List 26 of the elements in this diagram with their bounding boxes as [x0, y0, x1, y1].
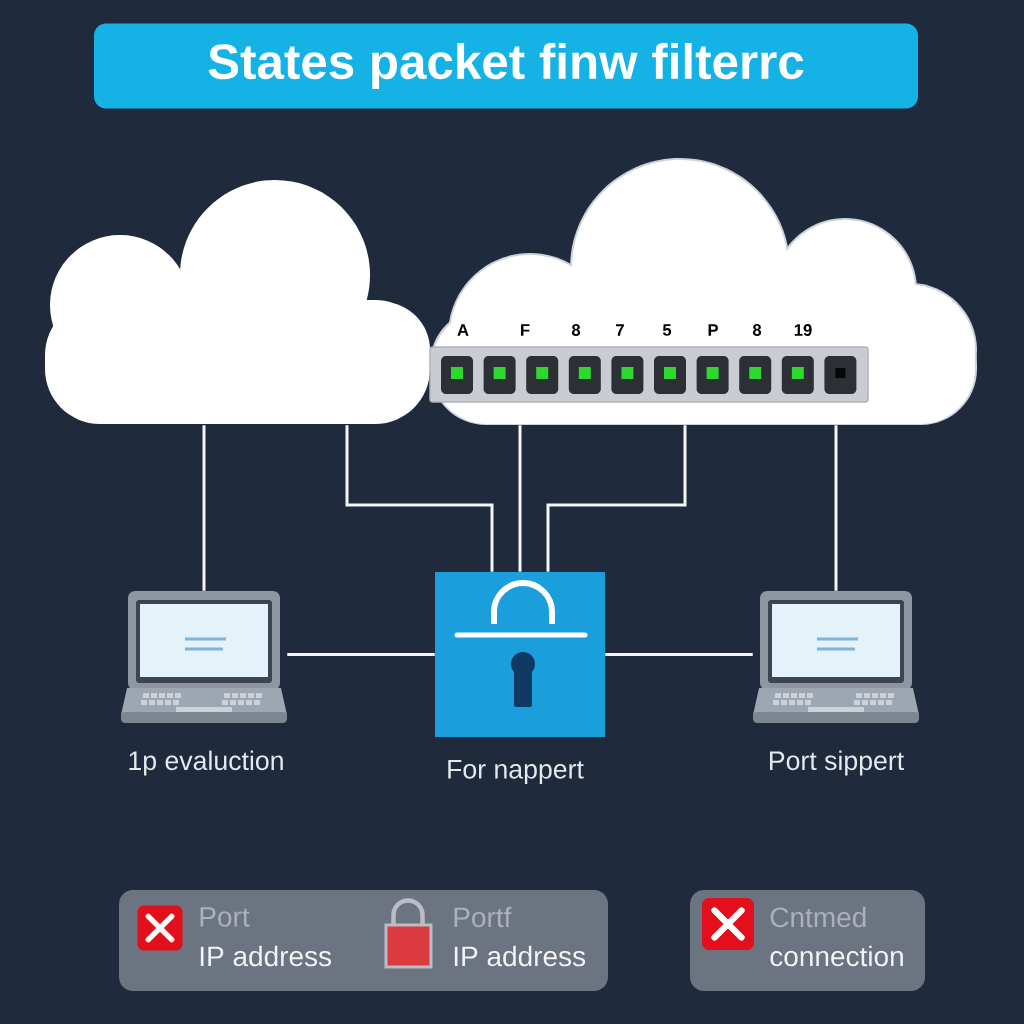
port-label: 8: [571, 324, 581, 336]
port-label: P: [708, 324, 718, 336]
cloud: [45, 180, 430, 424]
node-label: Port sippert: [770, 750, 904, 776]
connector-line: [202, 425, 206, 591]
port-label: 19: [794, 324, 812, 336]
connector-line: [345, 425, 494, 572]
port-label: 8: [752, 324, 762, 336]
title-banner: States packet finw filterrc: [94, 23, 918, 109]
panel-text: connection: [770, 945, 903, 967]
connector-line: [287, 653, 435, 656]
port-label: 5: [662, 324, 672, 336]
node-label: 1p evaluction: [129, 750, 283, 776]
panel-text: IP address: [454, 945, 586, 967]
panel-heading: Port: [200, 907, 250, 927]
port-label: F: [521, 324, 530, 336]
connector-line: [834, 425, 838, 591]
panel-heading: Cntmed: [770, 906, 866, 928]
node-label: For nappert: [448, 760, 584, 784]
connector-line: [546, 425, 687, 572]
port-label: 7: [616, 324, 624, 336]
connector-line: [518, 425, 522, 572]
panel-text: IP address: [200, 945, 332, 967]
port-label: A: [457, 324, 469, 336]
panel-heading: Portf: [454, 906, 512, 928]
connector-line: [605, 653, 753, 656]
